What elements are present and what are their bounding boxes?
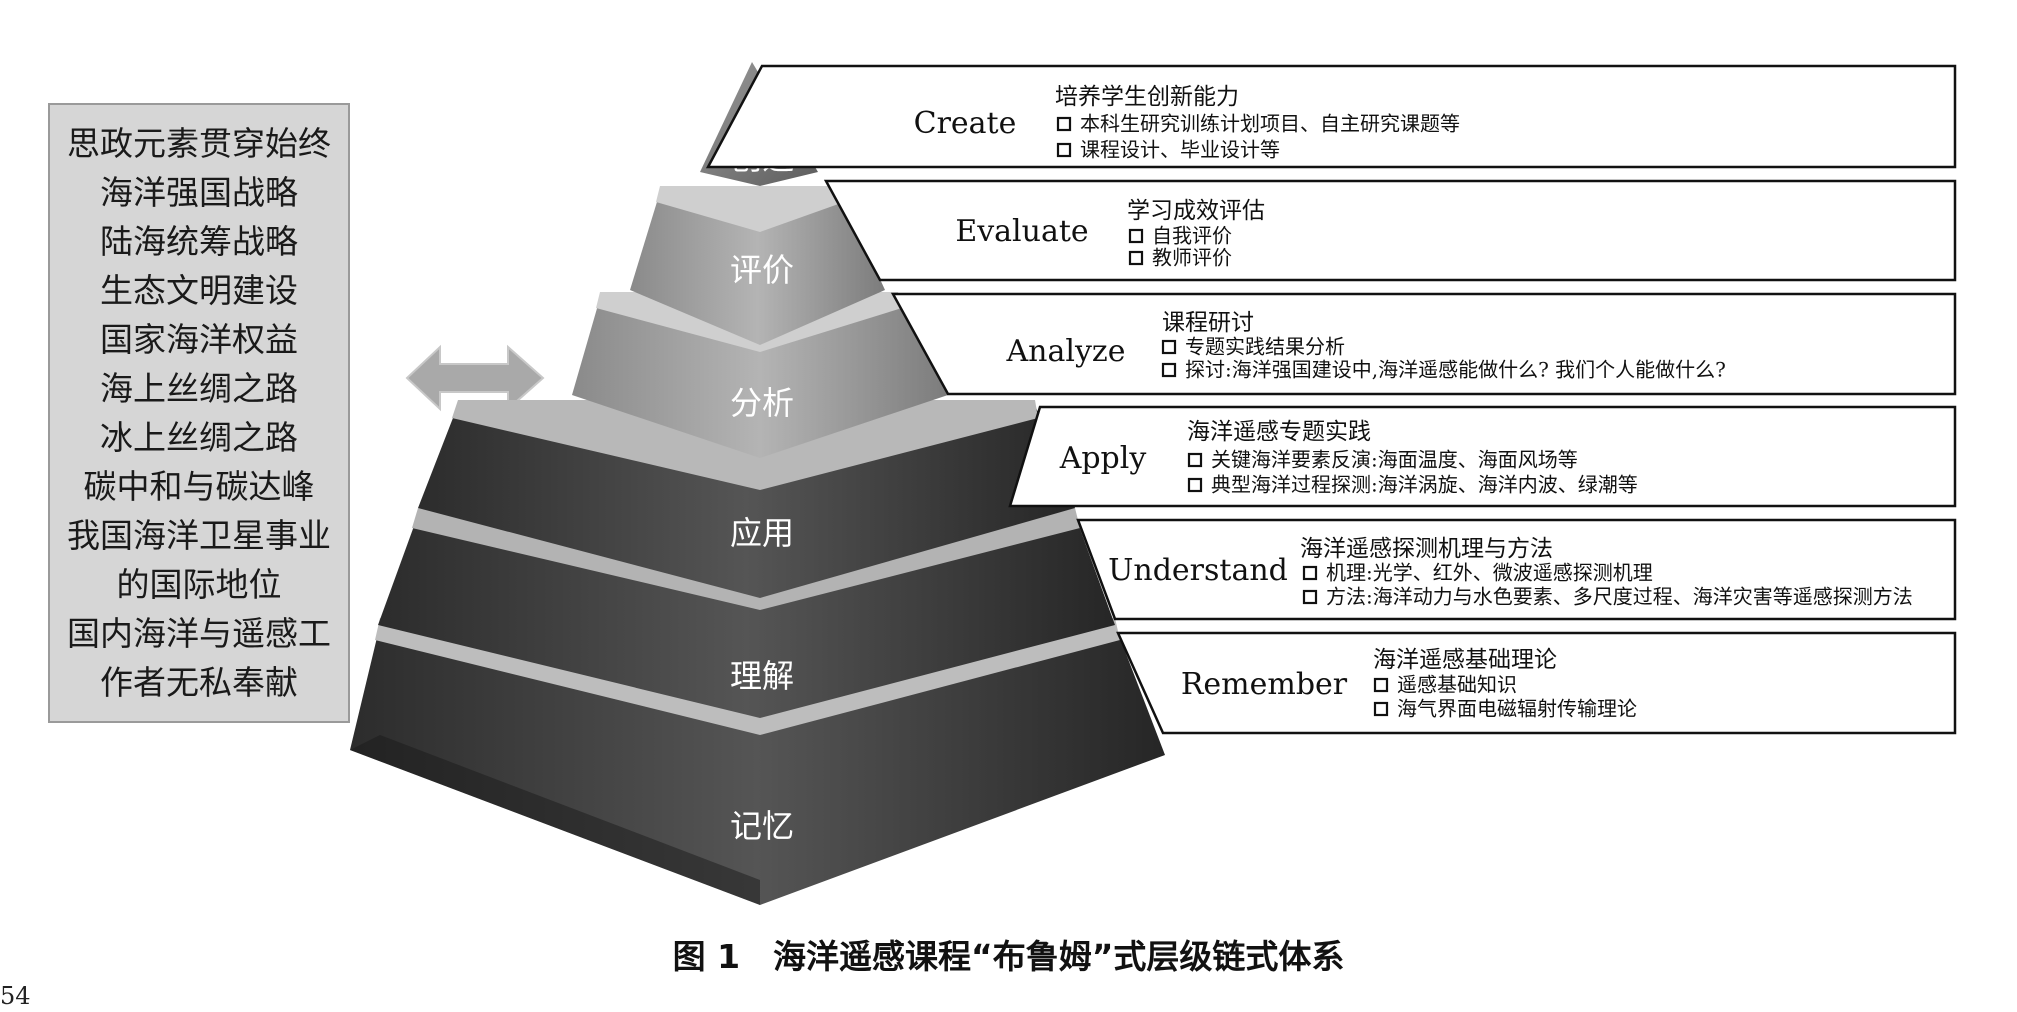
level-title-analyze: 课程研讨 [1162,310,1254,336]
figure-caption: 图 1 海洋遥感课程“布鲁姆”式层级链式体系 [672,937,1345,976]
level-label-apply: 应用 [730,514,794,552]
level-en-create: Create [914,106,1017,141]
pyramid-level-evaluate-shape [630,192,885,345]
level-bullet-evaluate-1: 自我评价 [1152,224,1232,248]
checkbox-icon [1161,339,1177,355]
checkbox-icon [1056,142,1072,158]
level-en-analyze: Analyze [1006,334,1126,369]
checkbox-icon [1187,452,1203,468]
level-bullet-understand-1: 机理:光学、红外、微波遥感探测机理 [1326,561,1653,585]
checkbox-icon [1056,116,1072,132]
checkbox-icon [1161,362,1177,378]
ideology-line: 陆海统筹战略 [100,222,298,261]
description-boxes: Create 培养学生创新能力 本科生研究训练计划项目、自主研究课题等 课程设计… [705,64,1957,735]
checkbox-icon [1373,701,1389,717]
double-arrow-icon [405,344,545,412]
level-title-create: 培养学生创新能力 [1055,84,1239,110]
level-en-remember: Remember [1181,667,1348,702]
page-number: 54 [0,982,31,1010]
level-bullet-remember-2: 海气界面电磁辐射传输理论 [1397,697,1637,721]
level-label-evaluate: 评价 [730,251,794,289]
level-bullet-create-2: 课程设计、毕业设计等 [1080,138,1280,162]
level-bullet-understand-2: 方法:海洋动力与水色要素、多尺度过程、海洋灾害等遥感探测方法 [1326,585,1913,609]
ideology-line: 冰上丝绸之路 [100,418,298,457]
ideology-line: 国内海洋与遥感工 [67,614,331,653]
checkbox-icon [1373,677,1389,693]
ideology-line: 的国际地位 [116,565,282,604]
ideology-panel: 思政元素贯穿始终 海洋强国战略 陆海统筹战略 生态文明建设 国家海洋权益 海上丝… [48,103,350,723]
ideology-line: 海上丝绸之路 [100,369,298,408]
ideology-line: 思政元素贯穿始终 [67,124,331,163]
level-bullet-evaluate-2: 教师评价 [1152,246,1232,270]
pyramid-level-analyze-shape [572,298,948,458]
pyramid-level-apply-shape [418,405,1075,598]
checkbox-icon [1187,477,1203,493]
checkbox-icon [1302,589,1318,605]
checkbox-icon [1302,565,1318,581]
pyramid-level-remember-shape [350,625,1165,905]
ideology-line: 生态文明建设 [100,271,298,310]
ideology-line: 国家海洋权益 [100,320,298,359]
level-title-remember: 海洋遥感基础理论 [1373,647,1557,673]
level-label-remember: 记忆 [730,807,794,845]
ideology-line: 作者无私奉献 [100,663,298,702]
level-bullet-analyze-1: 专题实践结果分析 [1185,335,1345,359]
ideology-line: 我国海洋卫星事业 [67,516,331,555]
level-label-understand: 理解 [730,657,794,695]
level-en-evaluate: Evaluate [955,214,1088,249]
ideology-line: 碳中和与碳达峰 [83,467,315,506]
level-bullet-apply-1: 关键海洋要素反演:海面温度、海面风场等 [1211,448,1578,472]
level-en-apply: Apply [1059,441,1147,476]
pyramid [350,62,1165,905]
level-bullet-analyze-2: 探讨:海洋强国建设中,海洋遥感能做什么? 我们个人能做什么? [1185,358,1726,382]
level-bullet-remember-1: 遥感基础知识 [1397,673,1517,697]
level-bullet-create-1: 本科生研究训练计划项目、自主研究课题等 [1080,112,1460,136]
level-title-understand: 海洋遥感探测机理与方法 [1300,536,1553,562]
checkbox-icon [1128,250,1144,266]
ideology-line: 海洋强国战略 [100,173,298,212]
level-bullet-apply-2: 典型海洋过程探测:海洋涡旋、海洋内波、绿潮等 [1211,473,1638,497]
checkbox-icon [1128,228,1144,244]
level-en-understand: Understand [1108,553,1288,588]
level-title-apply: 海洋遥感专题实践 [1187,419,1371,445]
level-title-evaluate: 学习成效评估 [1127,198,1265,224]
level-label-analyze: 分析 [730,384,794,422]
